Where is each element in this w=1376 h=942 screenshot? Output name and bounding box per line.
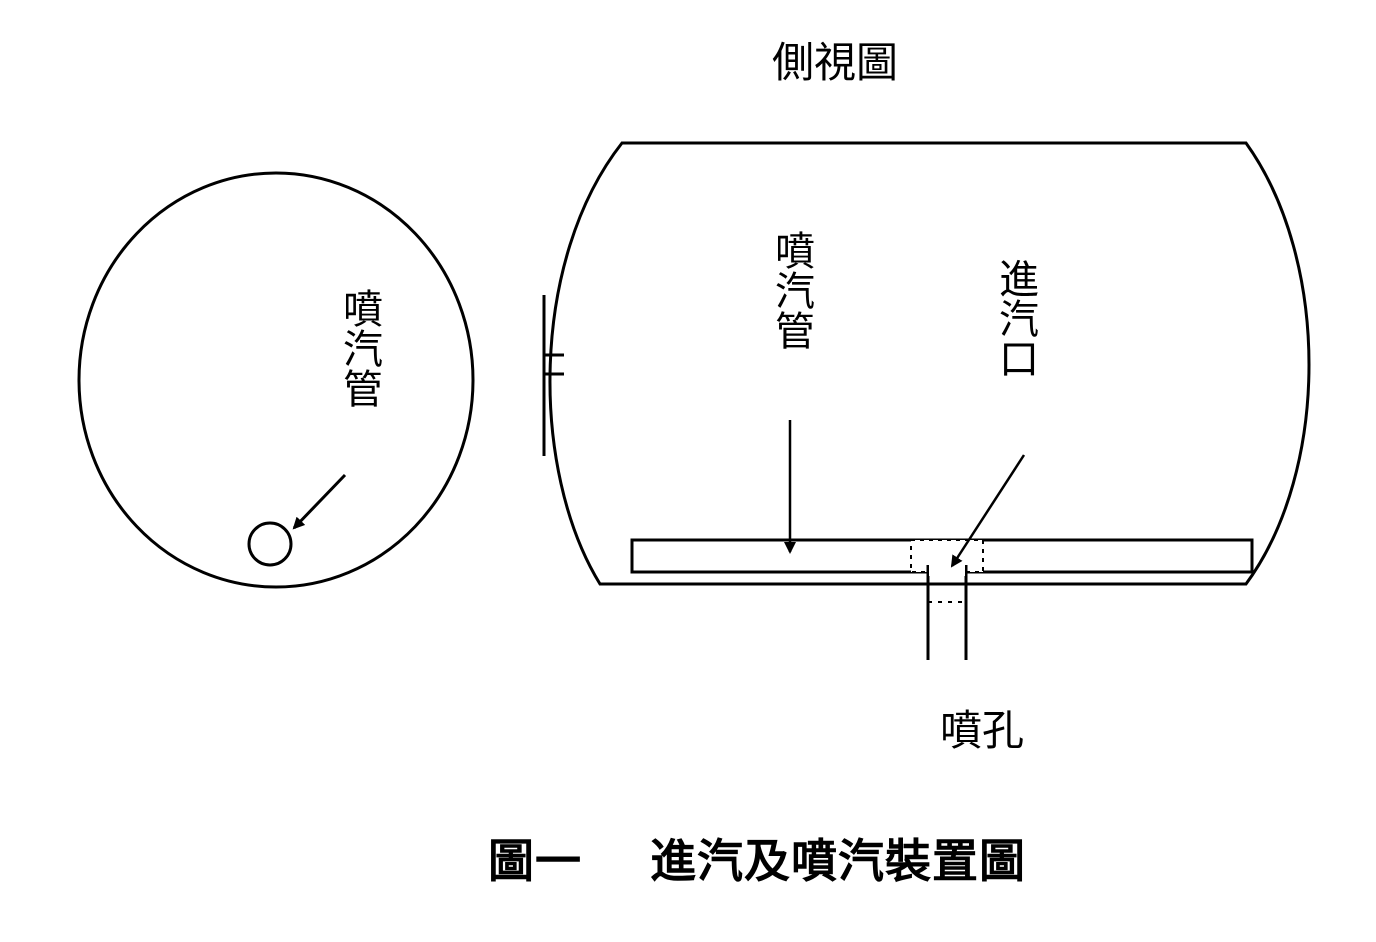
side-view-nozzle-label: 噴孔 bbox=[940, 706, 1025, 755]
front-view-pipe-cross-section bbox=[247, 521, 293, 567]
front-view-pipe-label: 噴汽管 bbox=[336, 288, 382, 408]
front-view-tank-outline bbox=[77, 171, 475, 589]
figure-caption: 圖一進汽及噴汽裝置圖 bbox=[488, 838, 1026, 884]
front-view-pipe-arrow bbox=[292, 473, 347, 530]
side-view-tank-outline bbox=[548, 141, 1311, 586]
side-view-inlet-label: 進汽口 bbox=[992, 258, 1038, 378]
figure-title: 進汽及噴汽裝置圖 bbox=[650, 834, 1026, 888]
side-view-title: 側視圖 bbox=[772, 38, 899, 87]
figure-number: 圖一 bbox=[488, 834, 582, 888]
side-view-inlet-pipe-gap bbox=[929, 560, 965, 576]
side-view-pipe-label: 噴汽管 bbox=[768, 230, 814, 350]
side-view-inlet-junction bbox=[910, 539, 984, 573]
side-view-inlet-arrow bbox=[950, 454, 1026, 568]
